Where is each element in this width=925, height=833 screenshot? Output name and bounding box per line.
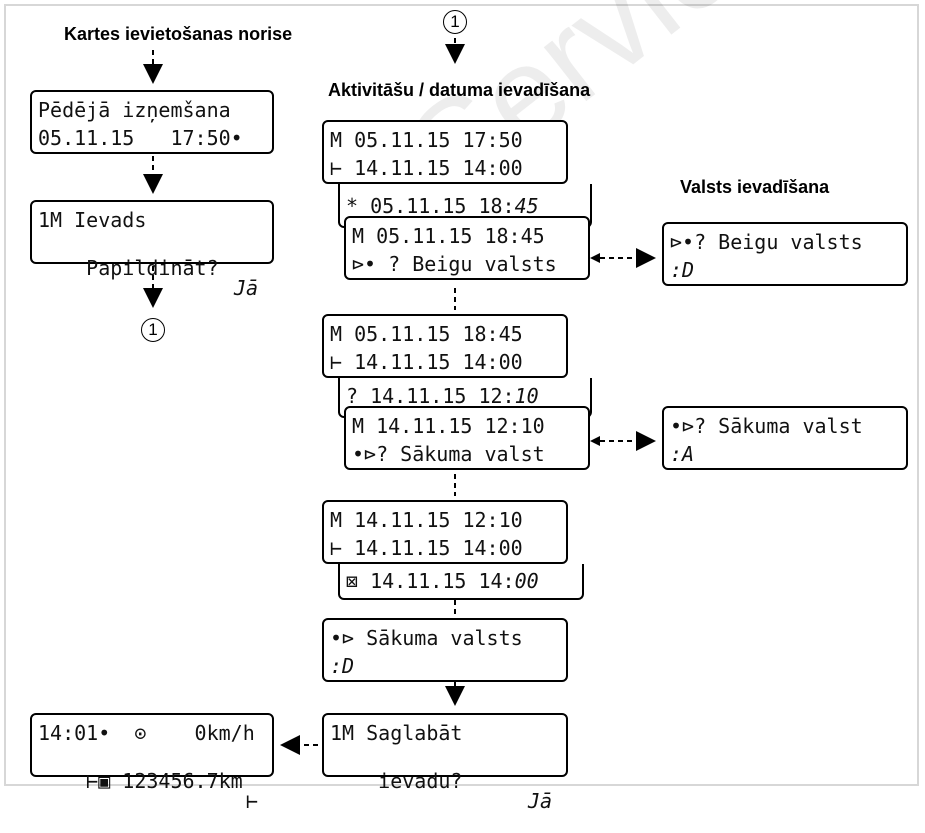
block1-back-line2: ⊢ 14.11.15 14:00 — [330, 156, 523, 180]
block2-back-display: M 05.11.15 18:45 ⊢ 14.11.15 14:00 — [322, 314, 568, 378]
end-country-line1: ⊳•? Beigu valsts — [670, 230, 863, 254]
block3-mid-display: ⊠ 14.11.15 14:00 — [338, 564, 584, 600]
start-country-display: •⊳ Sākuma valsts :D — [322, 618, 568, 682]
entry-line2-left: Papildināt? — [86, 256, 219, 280]
block3-mid-line: ⊠ 14.11.15 14:00 — [346, 571, 576, 591]
start-country-select-display: •⊳? Sākuma valst :A — [662, 406, 908, 470]
block1-mid-italic: 45 — [514, 194, 539, 218]
diagram-frame — [4, 4, 919, 786]
standby-line2-left: ⊢▣ 123456.7km — [86, 769, 243, 793]
activity-entry-heading: Aktivitāšu / datuma ievadīšana — [328, 80, 591, 100]
entry-line2: Papildināt? Jā — [38, 238, 266, 318]
block2-back-line1: M 05.11.15 18:45 — [330, 322, 523, 346]
save-line2-right: Jā — [527, 789, 552, 813]
last-withdrawal-line1: Pēdējā izņemšana — [38, 98, 231, 122]
connector-arrows — [143, 38, 656, 755]
block3-mid-prefix: ⊠ 14.11.15 14: — [346, 569, 515, 593]
standby-line1: 14:01• ⊙ 0km/h — [38, 721, 255, 745]
block1-front-display: M 05.11.15 18:45 ⊳• ? Beigu valsts — [344, 216, 590, 280]
block3-mid-italic: 00 — [514, 569, 539, 593]
end-country-line2: :D — [670, 258, 695, 282]
save-line2-left: ievadu? — [378, 769, 463, 793]
entry-line2-right: Jā — [233, 276, 258, 300]
start-country-line2: :D — [330, 654, 355, 678]
marker-top: 1 — [443, 10, 467, 34]
block3-back-line2: ⊢ 14.11.15 14:00 — [330, 536, 523, 560]
block2-front-display: M 14.11.15 12:10 •⊳? Sākuma valst — [344, 406, 590, 470]
block2-mid-prefix: ? 14.11.15 12: — [346, 384, 515, 408]
block2-back-line2: ⊢ 14.11.15 14:00 — [330, 350, 523, 374]
block1-mid-line: * 05.11.15 18:45 — [346, 196, 584, 216]
block1-front-line1: M 05.11.15 18:45 — [352, 224, 545, 248]
block3-back-display: M 14.11.15 12:10 ⊢ 14.11.15 14:00 — [322, 500, 568, 564]
entry-display: 1M Ievads Papildināt? Jā — [30, 200, 274, 298]
block1-mid-prefix: * 05.11.15 18: — [346, 194, 515, 218]
start-country-line1: •⊳ Sākuma valsts — [330, 626, 523, 650]
marker-left: 1 — [141, 318, 165, 342]
card-insertion-heading: Kartes ievietošanas norise — [64, 24, 293, 44]
last-withdrawal-display: Pēdējā izņemšana 05.11.15 17:50• — [30, 90, 274, 154]
start-country-select-line2: :A — [670, 442, 695, 466]
block2-mid-italic: 10 — [514, 384, 539, 408]
last-withdrawal-line2: 05.11.15 17:50• — [38, 126, 243, 150]
save-line1: 1M Saglabāt — [330, 721, 463, 745]
block2-mid-line: ? 14.11.15 12:10 — [346, 386, 584, 406]
block1-front-line2: ⊳• ? Beigu valsts — [352, 252, 557, 276]
standby-display: 14:01• ⊙ 0km/h ⊢▣ 123456.7km ⊢ — [30, 713, 274, 811]
standby-line2: ⊢▣ 123456.7km ⊢ — [38, 751, 266, 831]
end-country-display: ⊳•? Beigu valsts :D — [662, 222, 908, 286]
start-country-select-line1: •⊳? Sākuma valst — [670, 414, 863, 438]
block1-back-line1: M 05.11.15 17:50 — [330, 128, 523, 152]
entry-line1: 1M Ievads — [38, 208, 147, 232]
save-display: 1M Saglabāt ievadu? Jā — [322, 713, 568, 811]
save-line2: ievadu? Jā — [330, 751, 560, 831]
standby-line2-right: ⊢ — [245, 789, 258, 813]
block3-back-line1: M 14.11.15 12:10 — [330, 508, 523, 532]
block2-front-line2: •⊳? Sākuma valst — [352, 442, 545, 466]
country-entry-heading: Valsts ievadīšana — [680, 177, 830, 197]
block2-front-line1: M 14.11.15 12:10 — [352, 414, 545, 438]
block1-back-display: M 05.11.15 17:50 ⊢ 14.11.15 14:00 — [322, 120, 568, 184]
